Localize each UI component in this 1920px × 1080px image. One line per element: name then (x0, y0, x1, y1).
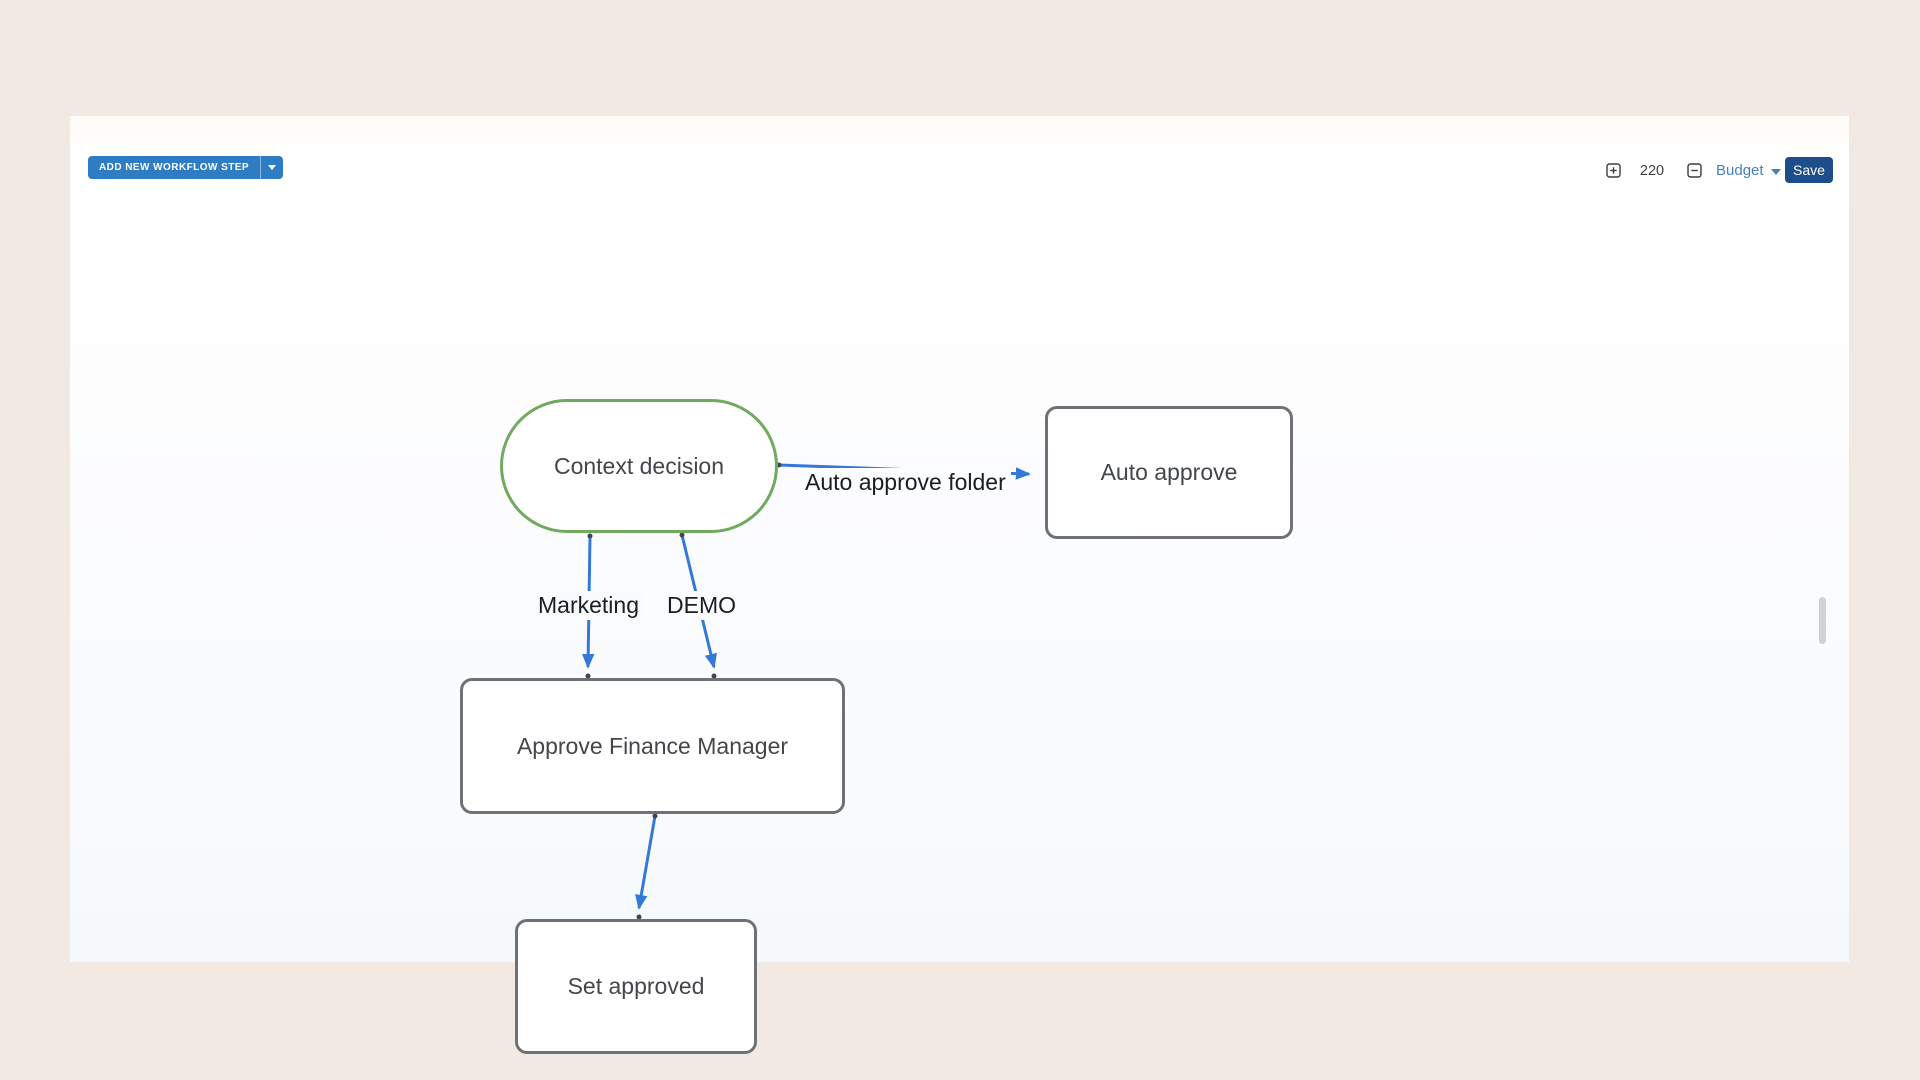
node-context-decision[interactable]: Context decision (500, 399, 778, 533)
add-new-workflow-step-button[interactable]: ADD NEW WORKFLOW STEP (88, 156, 283, 179)
workflow-edges (581, 462, 1031, 920)
node-label: Context decision (553, 452, 725, 479)
edge-endpoints (585, 462, 782, 920)
zoom-level-value: 220 (1639, 163, 1665, 179)
squared-plus-icon (1606, 163, 1621, 178)
node-label: Approve Finance Manager (516, 732, 789, 759)
save-button[interactable]: Save (1785, 157, 1833, 183)
node-approve-finance-manager[interactable]: Approve Finance Manager (460, 678, 845, 814)
node-label: Auto approve (1100, 459, 1238, 485)
node-auto-approve[interactable]: Auto approve (1045, 406, 1293, 539)
squared-minus-icon (1687, 163, 1702, 178)
add-step-dropdown-toggle[interactable] (261, 156, 283, 179)
edge-label-marketing[interactable]: Marketing (533, 591, 644, 620)
save-button-label: Save (1793, 162, 1825, 178)
workflow-canvas[interactable]: Auto approve folder Marketing DEMO Conte… (70, 116, 1849, 1054)
edge-finance-to-set-approved[interactable] (635, 815, 657, 910)
edge-label-demo[interactable]: DEMO (662, 591, 741, 620)
zoom-in-button[interactable] (1606, 163, 1621, 178)
node-set-approved[interactable]: Set approved (515, 919, 757, 1054)
zoom-out-button[interactable] (1687, 163, 1702, 178)
caret-down-icon (268, 165, 276, 170)
budget-dropdown[interactable]: Budget (1716, 162, 1781, 179)
budget-dropdown-label: Budget (1716, 162, 1764, 179)
add-new-workflow-step-label[interactable]: ADD NEW WORKFLOW STEP (88, 156, 261, 179)
caret-down-icon (1770, 168, 1781, 175)
node-label: Set approved (567, 973, 705, 999)
vertical-scrollbar-thumb[interactable] (1819, 597, 1826, 644)
edge-label-auto-approve-folder[interactable]: Auto approve folder (800, 468, 1011, 497)
